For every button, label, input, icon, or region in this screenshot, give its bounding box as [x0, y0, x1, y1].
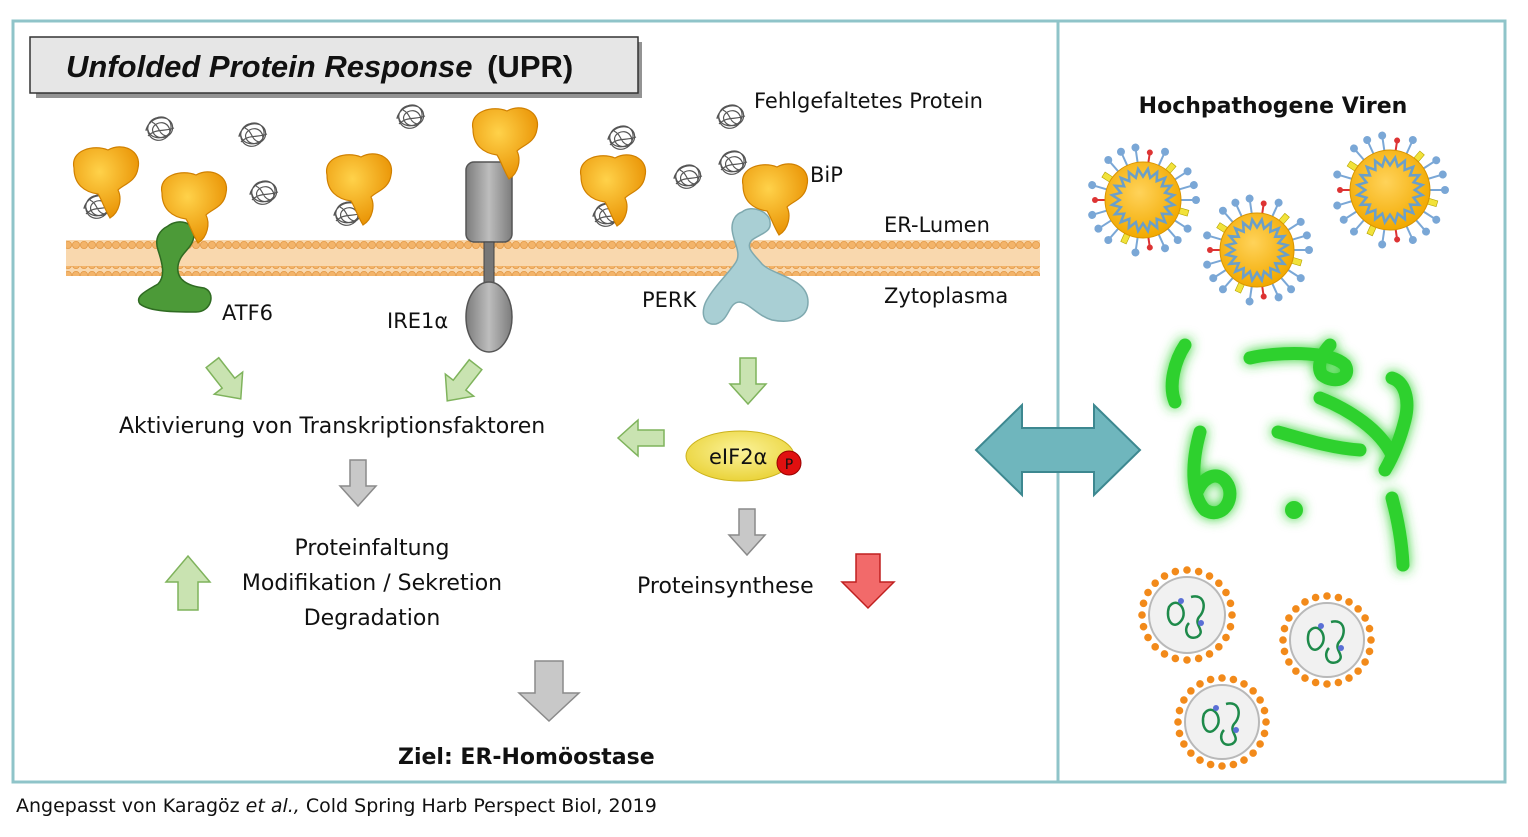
- pox-virus-icon: [1138, 566, 1236, 664]
- misfolded-protein-icon: [607, 125, 637, 150]
- arrow-down-left-icon: [444, 358, 483, 402]
- misfolded-protein-icon: [249, 180, 279, 205]
- filament-icon: [1165, 338, 1192, 409]
- er-membrane: [66, 240, 1040, 276]
- influenza-viruses: [1086, 130, 1450, 307]
- label-ire1: IRE1α: [387, 309, 448, 333]
- atf6-protein: [137, 221, 212, 313]
- arrow-down-icon: [728, 357, 768, 406]
- activation-arrows: [205, 356, 768, 458]
- pox-viruses: [1138, 566, 1375, 770]
- label-modification: Modifikation / Sekretion: [242, 571, 502, 596]
- bip-chaperone-icon: [579, 154, 647, 227]
- misfolded-protein-icon: [145, 116, 175, 141]
- misfolded-protein-icon: [673, 164, 703, 189]
- label-bip: BiP: [810, 163, 843, 187]
- pox-virus-icon: [1279, 592, 1375, 688]
- arrow-down-right-icon: [205, 356, 244, 400]
- pox-virus-icon: [1174, 674, 1270, 770]
- misfolded-protein-icon: [718, 150, 748, 175]
- perk-protein: [702, 208, 809, 325]
- label-activation: Aktivierung von Transkriptionsfaktoren: [119, 414, 545, 439]
- influenza-virus-icon: [1086, 142, 1201, 258]
- bip-chaperone-icon: [72, 146, 140, 219]
- process-arrows: [164, 459, 896, 723]
- citation: Angepasst von Karagöz et al., Cold Sprin…: [16, 795, 657, 817]
- filament-icon: [1385, 491, 1410, 572]
- filament-icon: [1313, 391, 1399, 462]
- label-goal: Ziel: ER-Homöostase: [398, 745, 655, 770]
- label-perk: PERK: [642, 288, 698, 312]
- arrow-down-icon: [727, 508, 767, 557]
- filament-icon: [1243, 338, 1354, 387]
- label-degradation: Degradation: [304, 606, 441, 631]
- ebola-filaments: [1165, 338, 1414, 572]
- arrow-down-icon: [338, 459, 378, 508]
- misfolded-protein-icon: [716, 104, 746, 129]
- label-cytoplasm: Zytoplasma: [884, 284, 1008, 308]
- label-atf6: ATF6: [222, 301, 273, 325]
- influenza-virus-icon: [1201, 193, 1314, 307]
- arrow-down-large-icon: [517, 660, 581, 723]
- arrow-up-icon: [164, 554, 212, 611]
- label-eif2a: eIF2α: [709, 445, 767, 469]
- filament-dot-icon: [1285, 501, 1303, 519]
- page-title: Unfolded Protein Response (UPR): [66, 49, 573, 84]
- label-protein-folding: Proteinfaltung: [295, 536, 450, 561]
- label-protein-synthesis: Proteinsynthese: [637, 574, 814, 599]
- title-box: Unfolded Protein Response (UPR): [29, 36, 642, 98]
- influenza-virus-icon: [1331, 130, 1450, 250]
- arrow-down-red-icon: [840, 553, 896, 610]
- filament-icon: [1187, 425, 1237, 519]
- double-arrow-icon: [974, 402, 1142, 498]
- filament-icon: [1271, 425, 1367, 457]
- outer-frame: [11, 19, 1507, 784]
- eif2a-complex: eIF2α P: [685, 430, 802, 482]
- arrow-left-icon: [616, 418, 665, 458]
- label-misfolded-protein: Fehlgefaltetes Protein: [754, 89, 983, 113]
- label-er-lumen: ER-Lumen: [884, 213, 990, 237]
- label-viruses: Hochpathogene Viren: [1139, 94, 1408, 119]
- ire1-protein: [465, 161, 513, 353]
- label-phospho: P: [785, 457, 793, 473]
- misfolded-protein-icon: [238, 122, 268, 147]
- misfolded-protein-icon: [396, 104, 426, 129]
